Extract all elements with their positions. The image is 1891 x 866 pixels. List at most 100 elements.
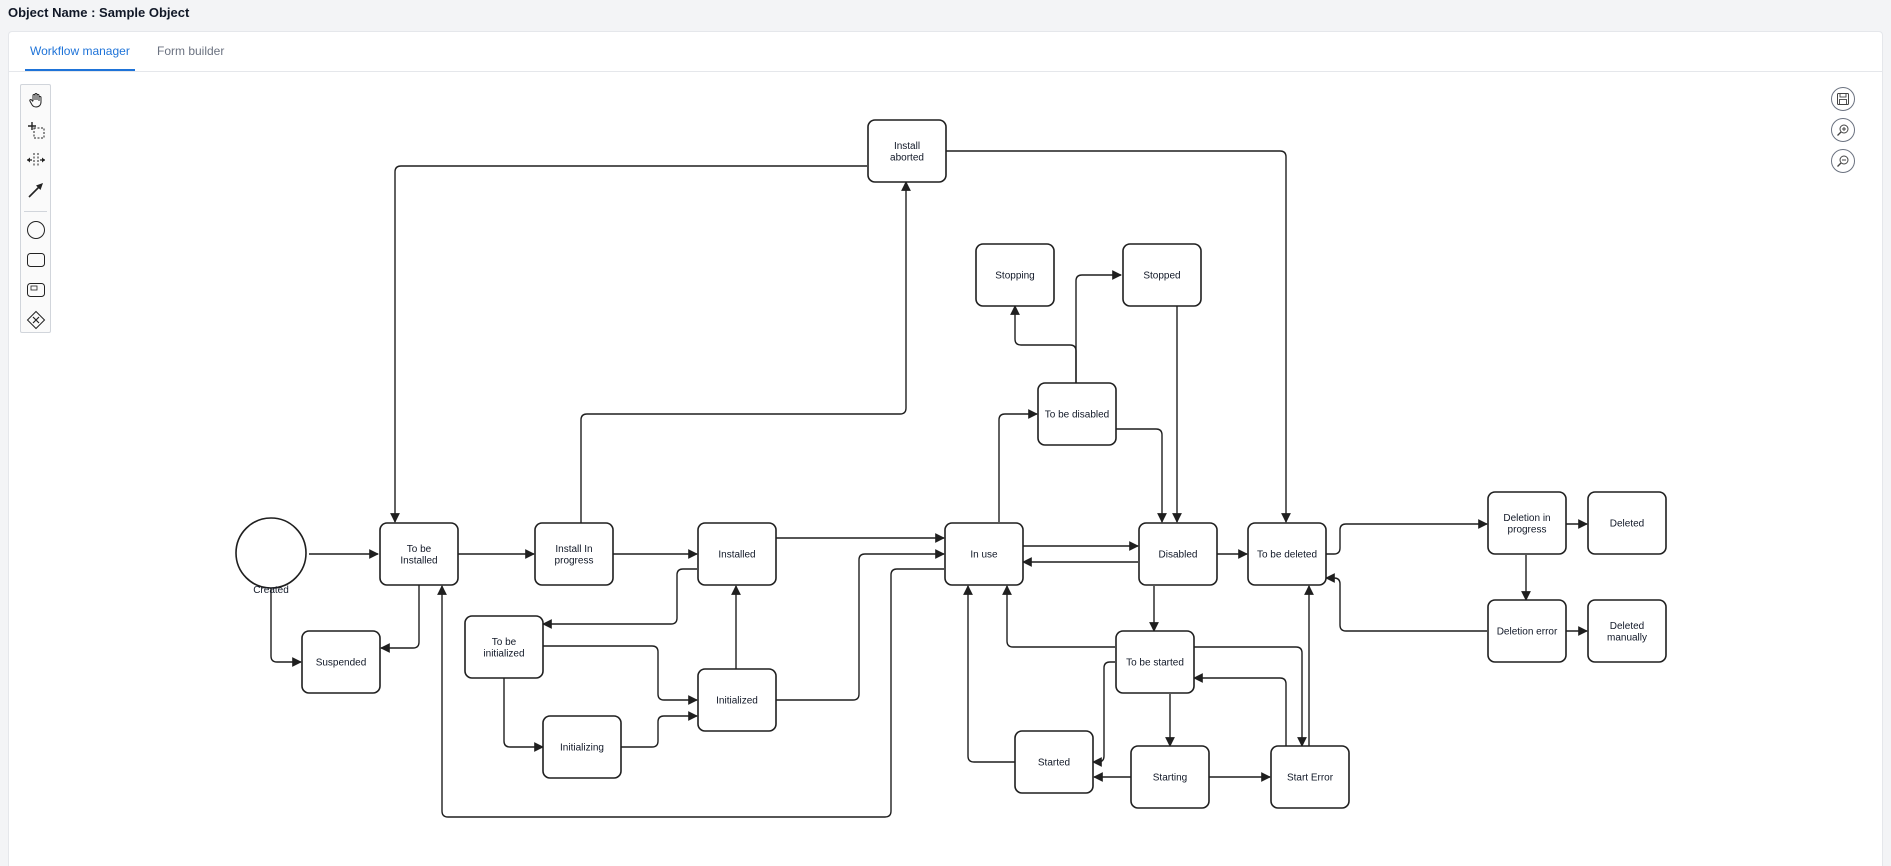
state-in-use[interactable]: In use xyxy=(944,522,1024,586)
edge-install-aborted-to-be-installed xyxy=(390,165,867,523)
rectangle-shape-icon[interactable] xyxy=(25,249,46,270)
state-label: Start Error xyxy=(1287,773,1334,784)
state-stopping[interactable]: Stopping xyxy=(975,243,1055,307)
state-box[interactable] xyxy=(1487,599,1567,663)
state-label: To be xyxy=(492,637,517,648)
main-panel: Workflow manager Form builder xyxy=(8,31,1883,866)
subprocess-shape-icon[interactable] xyxy=(25,279,46,300)
state-box[interactable] xyxy=(975,243,1055,307)
state-box[interactable] xyxy=(1247,522,1327,586)
state-box[interactable] xyxy=(1270,745,1350,809)
edge-to-be-started-start-error xyxy=(1193,646,1307,747)
state-label: Starting xyxy=(1153,773,1187,784)
state-label: Initializing xyxy=(560,743,604,754)
tab-bar: Workflow manager Form builder xyxy=(9,32,1882,72)
state-to-be-deleted[interactable]: To be deleted xyxy=(1247,522,1327,586)
state-box[interactable] xyxy=(379,522,459,586)
edge-to-be-installed-suspended xyxy=(380,585,420,653)
lasso-tool-icon[interactable] xyxy=(25,119,46,140)
state-label: manually xyxy=(1607,632,1647,643)
edge-to-be-disabled-stopping xyxy=(1010,305,1077,383)
edge-created-suspended xyxy=(270,585,302,667)
tab-form-builder[interactable]: Form builder xyxy=(157,44,225,58)
state-label: Deletion in xyxy=(1503,513,1550,524)
state-start-error[interactable]: Start Error xyxy=(1270,745,1350,809)
edge-to-be-initialized-initialized xyxy=(543,645,698,705)
state-label: aborted xyxy=(890,152,924,163)
edge-initialized-in-use xyxy=(775,549,945,701)
zoom-in-icon xyxy=(1836,123,1850,137)
state-started[interactable]: Started xyxy=(1014,730,1094,794)
state-box[interactable] xyxy=(1115,630,1195,694)
save-button[interactable] xyxy=(1831,87,1855,111)
space-tool-icon[interactable] xyxy=(25,149,46,170)
page-title: Object Name : Sample Object xyxy=(8,5,190,20)
state-box[interactable] xyxy=(1037,382,1117,446)
state-box[interactable] xyxy=(1587,491,1667,555)
edge-started-in-use xyxy=(963,585,1015,763)
tab-workflow-manager[interactable]: Workflow manager xyxy=(25,32,135,71)
state-initializing[interactable]: Initializing xyxy=(542,715,622,779)
edge-start-error-to-be-started xyxy=(1193,673,1287,746)
state-label: Started xyxy=(1038,758,1070,769)
gateway-shape-icon[interactable] xyxy=(25,309,46,330)
start-event-circle[interactable] xyxy=(235,517,307,589)
state-box[interactable] xyxy=(1014,730,1094,794)
state-label: Install xyxy=(894,141,920,152)
connect-tool-icon[interactable] xyxy=(25,179,46,200)
zoom-out-button[interactable] xyxy=(1831,149,1855,173)
edge-install-in-progress-install-aborted xyxy=(580,181,911,523)
transition-edges xyxy=(270,150,1588,818)
state-label: progress xyxy=(1508,524,1547,535)
zoom-in-button[interactable] xyxy=(1831,118,1855,142)
state-box[interactable] xyxy=(301,630,381,694)
save-icon xyxy=(1836,92,1850,106)
state-box[interactable] xyxy=(464,615,544,679)
state-box[interactable] xyxy=(1487,491,1567,555)
edge-to-be-disabled-stopped xyxy=(1075,270,1122,383)
state-to-be-started[interactable]: To be started xyxy=(1115,630,1195,694)
state-box[interactable] xyxy=(1122,243,1202,307)
state-box[interactable] xyxy=(542,715,622,779)
state-label: Stopped xyxy=(1143,271,1180,282)
state-box[interactable] xyxy=(697,668,777,732)
state-deletion-error[interactable]: Deletion error xyxy=(1487,599,1567,663)
state-box[interactable] xyxy=(867,119,947,183)
state-box[interactable] xyxy=(534,522,614,586)
state-stopped[interactable]: Stopped xyxy=(1122,243,1202,307)
state-label: Deleted xyxy=(1610,621,1644,632)
state-disabled[interactable]: Disabled xyxy=(1138,522,1218,586)
edge-deletion-error-to-be-deleted xyxy=(1325,573,1487,632)
state-installed[interactable]: Installed xyxy=(697,522,777,586)
state-label: initialized xyxy=(483,648,524,659)
state-box[interactable] xyxy=(1138,522,1218,586)
start-event-created[interactable]: Created xyxy=(235,517,307,596)
circle-shape-icon[interactable] xyxy=(25,219,46,240)
state-deleted[interactable]: Deleted xyxy=(1587,491,1667,555)
state-box[interactable] xyxy=(697,522,777,586)
state-box[interactable] xyxy=(944,522,1024,586)
edge-to-be-deleted-deletion-in-progress xyxy=(1325,519,1488,555)
state-suspended[interactable]: Suspended xyxy=(301,630,381,694)
state-box[interactable] xyxy=(1587,599,1667,663)
state-label: Disabled xyxy=(1159,550,1198,561)
state-label: In use xyxy=(970,550,998,561)
edge-to-be-started-started xyxy=(1092,661,1115,767)
state-box[interactable] xyxy=(1130,745,1210,809)
palette-separator xyxy=(24,211,47,212)
edge-in-use-to-be-installed xyxy=(437,568,944,818)
state-to-be-disabled[interactable]: To be disabled xyxy=(1037,382,1117,446)
state-starting[interactable]: Starting xyxy=(1130,745,1210,809)
hand-tool-icon[interactable] xyxy=(25,89,46,110)
zoom-out-icon xyxy=(1836,154,1850,168)
state-initialized[interactable]: Initialized xyxy=(697,668,777,732)
state-label: Initialized xyxy=(716,696,758,707)
